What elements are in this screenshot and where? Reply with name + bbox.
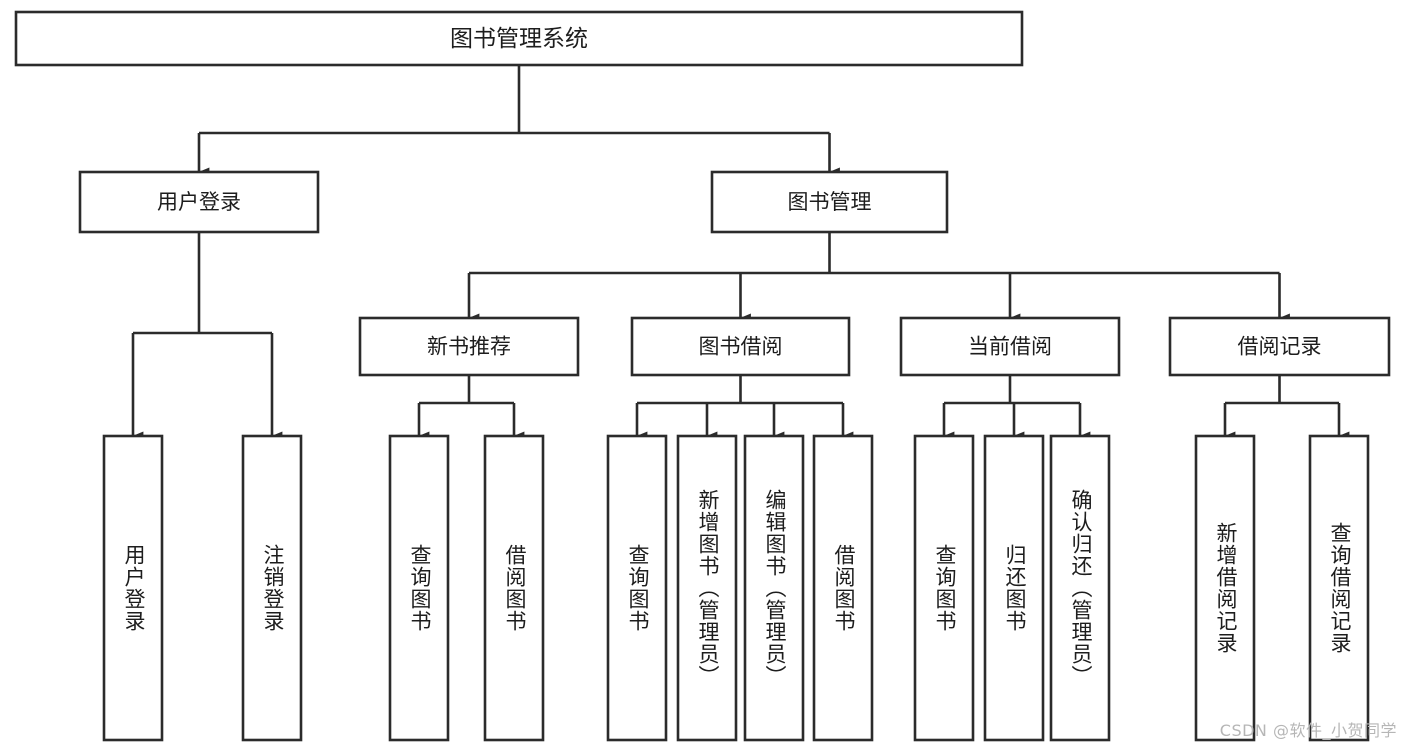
node-box[interactable]	[358, 316, 580, 377]
node-box[interactable]	[630, 316, 851, 377]
node-book-borrow[interactable]: 图书借阅	[630, 316, 851, 377]
connector-group-root	[197, 65, 840, 177]
watermark: CSDN @软件_小贺同学	[1219, 721, 1397, 740]
node-box[interactable]	[1049, 434, 1111, 742]
node-box[interactable]	[913, 434, 975, 742]
node-box[interactable]	[1168, 316, 1391, 377]
node-box[interactable]	[1194, 434, 1256, 742]
node-leaf-add-book[interactable]	[676, 434, 738, 742]
node-box[interactable]	[102, 434, 164, 742]
node-leaf-user-login[interactable]	[102, 434, 164, 742]
node-leaf-borrow-book-1[interactable]	[483, 434, 545, 742]
node-box[interactable]	[1308, 434, 1370, 742]
node-box[interactable]	[983, 434, 1045, 742]
connector-group-current-borrow	[942, 375, 1091, 441]
node-box[interactable]	[743, 434, 805, 742]
connector-group-user-login	[131, 232, 283, 441]
node-box[interactable]	[676, 434, 738, 742]
node-leaf-edit-book[interactable]	[743, 434, 805, 742]
node-label: 当前借阅	[968, 335, 1052, 359]
node-box[interactable]	[241, 434, 303, 742]
node-box[interactable]	[899, 316, 1121, 377]
node-leaf-confirm-return[interactable]	[1049, 434, 1111, 742]
node-new-book-recommend[interactable]: 新书推荐	[358, 316, 580, 377]
node-leaf-return-book[interactable]	[983, 434, 1045, 742]
node-box[interactable]	[606, 434, 668, 742]
node-box[interactable]	[710, 170, 949, 234]
node-leaf-query-book-2[interactable]	[606, 434, 668, 742]
node-box[interactable]	[78, 170, 320, 234]
node-box[interactable]	[812, 434, 874, 742]
node-label: 借阅记录	[1238, 335, 1322, 359]
node-leaf-query-record[interactable]	[1308, 434, 1370, 742]
node-box[interactable]	[388, 434, 450, 742]
node-box[interactable]	[483, 434, 545, 742]
node-label: 新书推荐	[427, 335, 511, 359]
node-borrow-record[interactable]: 借阅记录	[1168, 316, 1391, 377]
node-box[interactable]	[14, 10, 1024, 67]
connector-group-book-borrow	[635, 375, 854, 441]
node-current-borrow[interactable]: 当前借阅	[899, 316, 1121, 377]
connector-group-book-manage	[467, 232, 1290, 323]
node-leaf-add-record[interactable]	[1194, 434, 1256, 742]
node-label: 图书管理	[788, 190, 872, 214]
node-leaf-query-book-1[interactable]	[388, 434, 450, 742]
connector-group-new-book-recommend	[417, 375, 525, 441]
node-label: 用户登录	[157, 190, 241, 214]
node-leaf-user-logout[interactable]	[241, 434, 303, 742]
connector-group-borrow-record	[1223, 375, 1350, 441]
node-book-manage[interactable]: 图书管理	[710, 170, 949, 234]
node-root[interactable]: 图书管理系统	[14, 10, 1024, 67]
node-leaf-query-book-3[interactable]	[913, 434, 975, 742]
node-label: 图书借阅	[699, 335, 783, 359]
node-label: 图书管理系统	[450, 26, 588, 52]
connector-layer	[131, 65, 1350, 441]
node-leaf-borrow-book-2[interactable]	[812, 434, 874, 742]
node-user-login[interactable]: 用户登录	[78, 170, 320, 234]
